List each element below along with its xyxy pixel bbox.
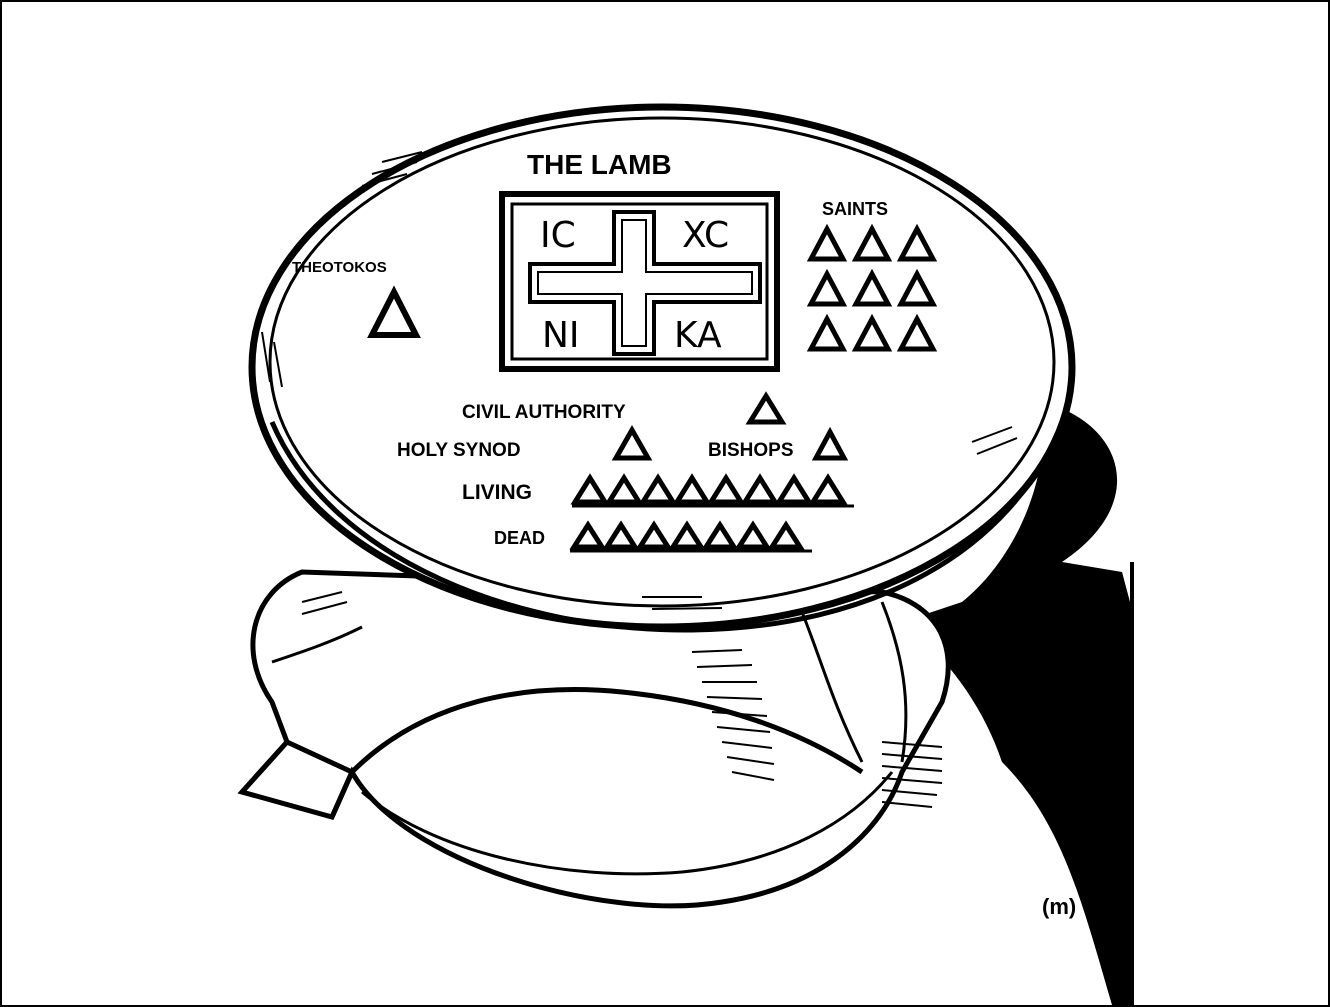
artist-signature: (m) xyxy=(1042,894,1076,919)
theotokos-label: THEOTOKOS xyxy=(292,259,387,276)
cross-letters-ni: NI xyxy=(542,315,580,356)
lamb-title: THE LAMB xyxy=(527,149,672,180)
holy-synod-label: HOLY SYNOD xyxy=(397,440,521,461)
cross-letters-xc: XC xyxy=(682,215,729,256)
bishops-label: BISHOPS xyxy=(708,440,794,461)
living-label: LIVING xyxy=(462,481,532,504)
dead-label: DEAD xyxy=(494,528,545,548)
saints-triangles xyxy=(811,229,933,349)
civil-authority-label: CIVIL AUTHORITY xyxy=(462,402,626,423)
cross-letters-ka: KA xyxy=(674,315,722,356)
cross-letters-ic: IC xyxy=(540,215,576,256)
saints-label: SAINTS xyxy=(822,199,888,219)
